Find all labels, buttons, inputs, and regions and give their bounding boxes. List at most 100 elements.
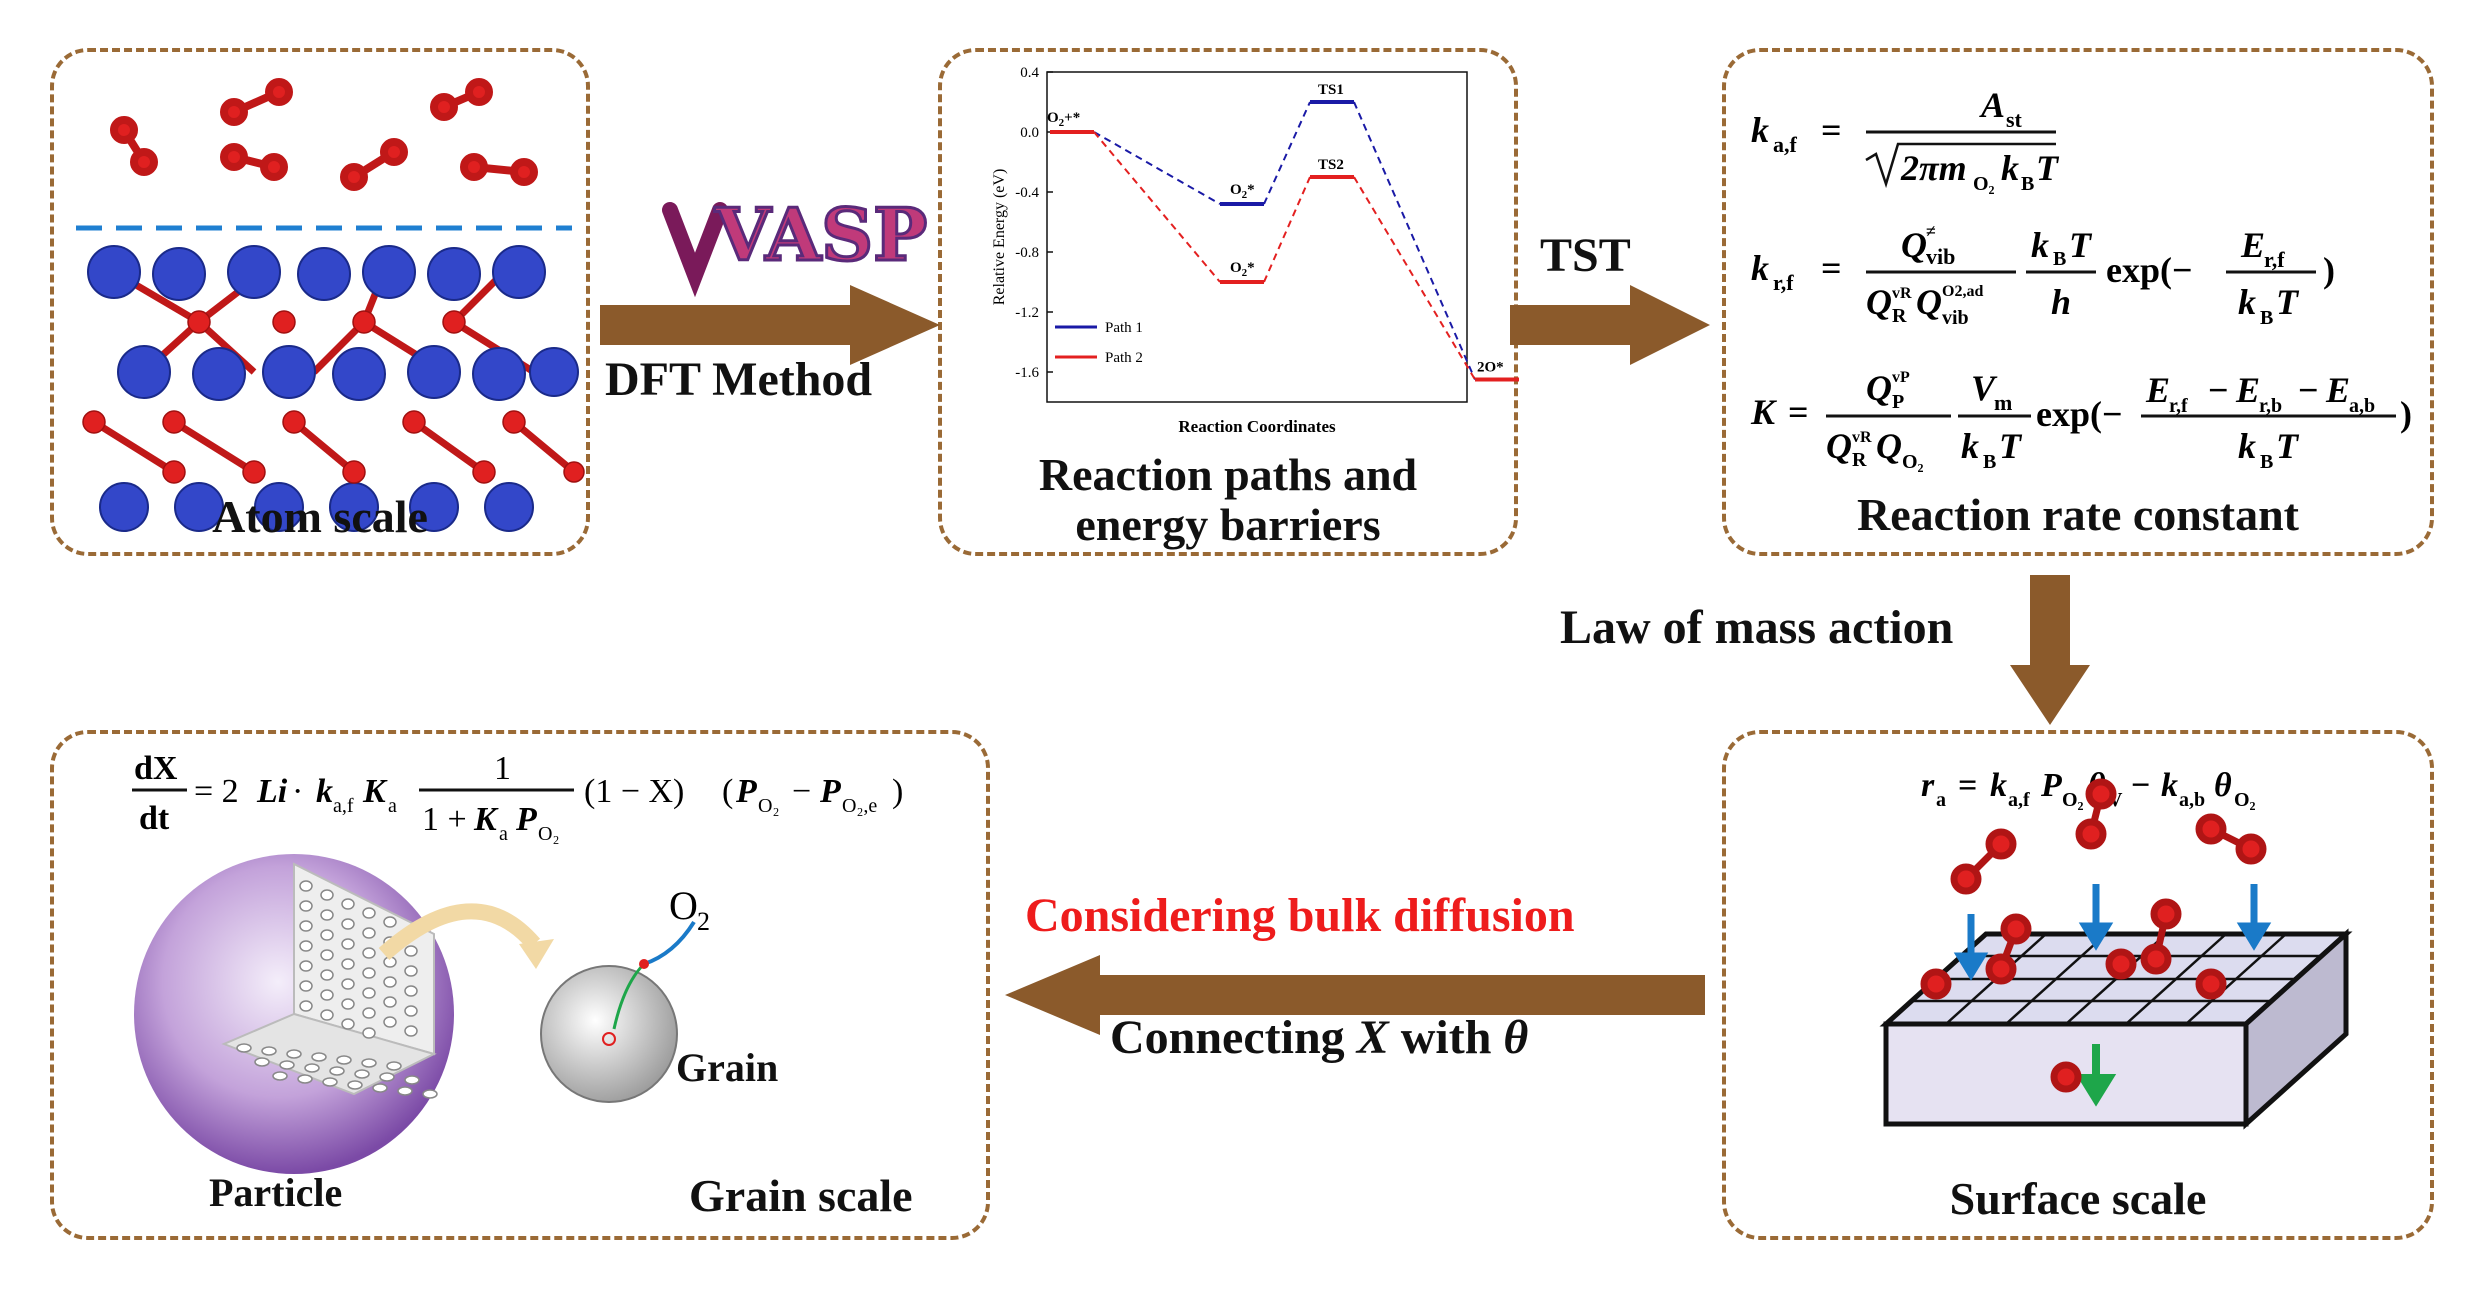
svg-text:E: E (2145, 370, 2170, 410)
svg-text:a,f: a,f (2008, 789, 2030, 811)
svg-text:B: B (2260, 307, 2273, 329)
svg-text:R: R (1852, 449, 1867, 471)
svg-text:): ) (2323, 250, 2335, 290)
bulk-diffusion-arrow (1005, 955, 1705, 1035)
svg-text:≠: ≠ (1926, 221, 1936, 241)
svg-text:P: P (1892, 391, 1904, 413)
svg-text:P: P (2040, 767, 2062, 804)
svg-text:1 +: 1 + (422, 801, 467, 838)
o2-diffusion-arrow (612, 962, 646, 1030)
svg-text:O₂: O₂ (538, 823, 559, 845)
pore (362, 1027, 376, 1039)
svg-text:dt: dt (139, 800, 170, 837)
svg-text:vP: vP (1892, 369, 1910, 386)
pore (422, 1089, 438, 1099)
pore (379, 1072, 395, 1082)
rate-constant-title: Reaction rate constant (1856, 489, 2299, 540)
svg-text:P: P (819, 773, 841, 810)
pore (362, 967, 376, 979)
pore (372, 1083, 388, 1093)
svg-text:=: = (1958, 767, 1977, 804)
svg-text:P: P (735, 773, 757, 810)
svg-text:a,b: a,b (2349, 395, 2375, 417)
pore (329, 1066, 345, 1076)
connecting-text-b: with (1388, 1011, 1504, 1064)
svg-text:k: k (2161, 767, 2178, 804)
connecting-theta: θ (1503, 1011, 1529, 1064)
pore (383, 976, 397, 988)
pore (341, 918, 355, 930)
pore (383, 1016, 397, 1028)
svg-text:=: = (1821, 110, 1842, 150)
pore (254, 1057, 270, 1067)
state-label-ts1: TS1 (1318, 82, 1344, 98)
svg-text:2πm: 2πm (1900, 148, 1967, 188)
dft-method-label: DFT Method (605, 353, 873, 406)
connector-path-1-2 (1353, 101, 1476, 380)
svg-text:vib: vib (1942, 307, 1969, 329)
pore (362, 947, 376, 959)
pore (386, 1061, 402, 1071)
pore (347, 1080, 363, 1090)
pore (261, 1046, 277, 1056)
svg-text:k: k (1751, 110, 1769, 150)
pore (341, 938, 355, 950)
svg-text:−: − (2208, 370, 2229, 410)
state-label-o2-path2: O2* (1230, 260, 1255, 279)
ka-formula: k a,f = A st 2πm O₂ k B T (1751, 85, 2060, 195)
state-label-ts2: TS2 (1318, 157, 1344, 173)
svg-text:T: T (2276, 282, 2300, 322)
svg-text:O₂,e: O₂,e (842, 795, 877, 817)
connecting-x: X (1356, 1011, 1389, 1064)
pore (404, 985, 418, 997)
pore (362, 987, 376, 999)
svg-text:A: A (1979, 85, 2005, 125)
svg-text:r,b: r,b (2259, 395, 2282, 417)
pore (383, 916, 397, 928)
svg-text:E: E (2325, 370, 2350, 410)
pore (299, 880, 313, 892)
legend-label: Path 2 (1105, 350, 1143, 366)
svg-text:): ) (2400, 394, 2412, 434)
considering-bulk-diffusion-label: Considering bulk diffusion (1025, 889, 1575, 942)
pore (341, 898, 355, 910)
mass-action-arrow (2010, 575, 2090, 725)
svg-text:k: k (1990, 767, 2007, 804)
tst-label: TST (1540, 229, 1631, 282)
surface-scale-title: Surface scale (1949, 1173, 2207, 1224)
svg-text:a: a (388, 795, 397, 817)
pore (320, 929, 334, 941)
svg-text:a,f: a,f (333, 795, 354, 817)
y-tick-label: -1.2 (1015, 305, 1039, 321)
svg-text:P: P (515, 801, 537, 838)
pore (236, 1043, 252, 1053)
svg-text:E: E (2240, 225, 2265, 265)
svg-text:k: k (2238, 282, 2256, 322)
svg-text:k: k (2031, 225, 2049, 265)
atom-structure-image (76, 78, 585, 532)
svg-text:(1 − X): (1 − X) (584, 773, 684, 810)
pore (362, 1007, 376, 1019)
kr-formula: k r,f = Q ≠ vib Q vR R Q O2,ad vib k B T… (1751, 221, 2335, 329)
pore (299, 1000, 313, 1012)
svg-text:a,f: a,f (1773, 132, 1798, 157)
connector-path-2-0 (1093, 131, 1221, 283)
pore (286, 1049, 302, 1059)
svg-text:θ: θ (2214, 767, 2232, 804)
pore (320, 1009, 334, 1021)
atom-scale-panel: Atom scale (50, 48, 590, 556)
legend-label: Path 1 (1105, 320, 1143, 336)
pore (299, 940, 313, 952)
gas-o2-molecules (110, 78, 538, 191)
svg-text:vR: vR (1852, 429, 1872, 446)
svg-text:k: k (2001, 148, 2019, 188)
vasp-logo: VASP (662, 191, 929, 298)
connecting-text-a: Connecting (1110, 1011, 1357, 1064)
state-label-start: O2+* (1047, 110, 1080, 129)
svg-text:(: ( (722, 773, 733, 810)
connector-path-1-0 (1093, 131, 1221, 205)
connector-path-2-2 (1353, 176, 1476, 381)
connector-path-2-1 (1263, 176, 1311, 283)
pore (299, 900, 313, 912)
